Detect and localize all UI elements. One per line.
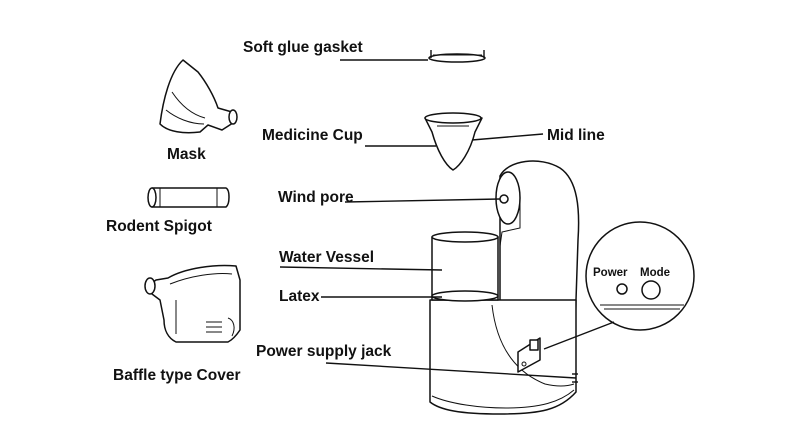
mid-line-label: Mid line: [547, 127, 605, 144]
medicine-cup-label: Medicine Cup: [262, 127, 363, 144]
mid-line-leader: [471, 133, 544, 141]
rodent-spigot-drawing: [147, 187, 230, 208]
power-button-icon: [616, 283, 628, 295]
water-vessel-label: Water Vessel: [279, 249, 374, 266]
power-supply-jack-label: Power supply jack: [256, 343, 392, 360]
power-label: Power: [593, 267, 628, 279]
soft-glue-gasket-drawing: [428, 50, 486, 63]
mask-drawing: [159, 59, 238, 134]
nebulizer-body-drawing: [429, 160, 580, 415]
wind-pore-leader: [344, 198, 501, 203]
control-panel-callout: [543, 221, 695, 350]
water-vessel-leader: [279, 266, 443, 271]
latex-label: Latex: [279, 288, 320, 305]
baffle-type-cover-drawing: [144, 264, 241, 343]
mode-label: Mode: [640, 267, 670, 279]
mask-label: Mask: [167, 146, 206, 163]
power-supply-jack-leader: [325, 362, 577, 379]
medicine-cup-drawing: [424, 112, 483, 171]
soft-glue-gasket-label: Soft glue gasket: [243, 39, 363, 56]
baffle-type-cover-label: Baffle type Cover: [113, 367, 240, 384]
mode-button-icon: [641, 280, 661, 300]
rodent-spigot-label: Rodent Spigot: [106, 218, 212, 235]
wind-pore-label: Wind pore: [278, 189, 354, 206]
